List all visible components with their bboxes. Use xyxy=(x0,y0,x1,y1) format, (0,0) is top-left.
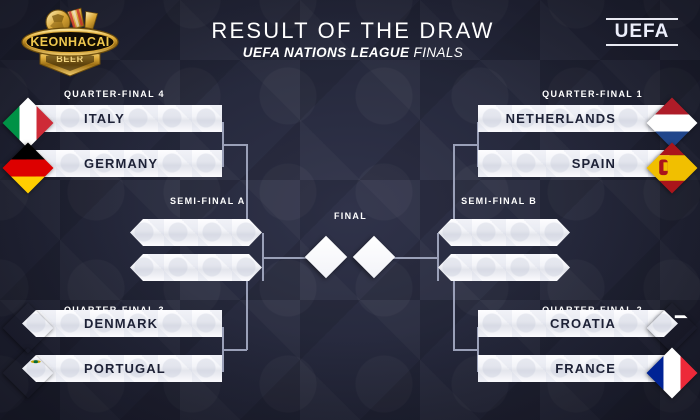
match-slot-france[interactable]: FRANCE xyxy=(478,355,678,382)
team-name-croatia: CROATIA xyxy=(550,316,616,331)
team-name-spain: SPAIN xyxy=(571,156,616,171)
header-title-block: RESULT OF THE DRAW UEFA NATIONS LEAGUE F… xyxy=(188,18,518,61)
banner-plate xyxy=(478,105,678,132)
page-subtitle-light: FINALS xyxy=(413,45,464,60)
match-slot-spain[interactable]: SPAIN xyxy=(478,150,678,177)
match-slot-germany[interactable]: GERMANY xyxy=(22,150,222,177)
team-name-france: FRANCE xyxy=(555,361,616,376)
connector-qf3-to-sfa xyxy=(222,349,247,351)
connector-qf1-to-sfb xyxy=(453,144,478,146)
semi-final-b-slot-1[interactable] xyxy=(438,219,570,246)
uefa-logo: UEFA xyxy=(606,18,678,46)
banner-plate xyxy=(130,254,262,281)
team-name-portugal: PORTUGAL xyxy=(84,361,166,376)
semi-final-a-slot-1[interactable] xyxy=(130,219,262,246)
match-slot-italy[interactable]: ITALY xyxy=(22,105,222,132)
banner-plate xyxy=(478,310,678,337)
semi-final-b-team-1 xyxy=(438,219,570,246)
team-name-germany: GERMANY xyxy=(84,156,159,171)
banner-plate xyxy=(22,310,222,337)
banner-plate xyxy=(478,150,678,177)
round-label-quarter-final-1: QUARTER-FINAL 1 xyxy=(542,89,643,99)
page-subtitle: UEFA NATIONS LEAGUE FINALS xyxy=(188,44,518,61)
team-name-denmark: DENMARK xyxy=(84,316,159,331)
match-slot-denmark[interactable]: DENMARK xyxy=(22,310,222,337)
banner-plate xyxy=(22,105,222,132)
banner-plate xyxy=(438,254,570,281)
team-name-italy: ITALY xyxy=(84,111,125,126)
svg-text:BEER: BEER xyxy=(56,54,83,64)
team-name-netherlands: NETHERLANDS xyxy=(505,111,616,126)
uefa-logo-bottom-rule xyxy=(606,44,678,46)
semi-final-a-team-1 xyxy=(130,219,262,246)
round-label-quarter-final-4: QUARTER-FINAL 4 xyxy=(64,89,165,99)
keonhacai-beer-logo: BEER KEONHACAI xyxy=(14,4,126,80)
banner-plate xyxy=(22,355,222,382)
banner-plate xyxy=(478,355,678,382)
semi-final-a-team-2 xyxy=(130,254,262,281)
semi-final-b-team-2 xyxy=(438,254,570,281)
uefa-logo-text: UEFA xyxy=(614,21,670,42)
round-label-semi-final-a: SEMI-FINAL A xyxy=(170,196,246,206)
semi-final-b-slot-2[interactable] xyxy=(438,254,570,281)
svg-text:KEONHACAI: KEONHACAI xyxy=(30,35,109,49)
banner-plate xyxy=(438,219,570,246)
round-label-final: FINAL xyxy=(334,211,367,221)
connector-sfb-to-final xyxy=(390,257,438,259)
page-subtitle-bold: UEFA NATIONS LEAGUE xyxy=(242,45,410,60)
match-slot-portugal[interactable]: PORTUGAL xyxy=(22,355,222,382)
match-slot-netherlands[interactable]: NETHERLANDS xyxy=(478,105,678,132)
page-title: RESULT OF THE DRAW xyxy=(211,18,495,43)
banner-plate xyxy=(22,150,222,177)
connector-qf4-drop xyxy=(246,144,248,233)
connector-qf3-rise xyxy=(246,281,248,350)
round-label-semi-final-b: SEMI-FINAL B xyxy=(461,196,537,206)
connector-qf1-drop xyxy=(453,144,455,233)
connector-qf2-rise xyxy=(453,281,455,350)
connector-sfa-to-final xyxy=(262,257,310,259)
connector-qf4-to-sfa xyxy=(222,144,247,146)
uefa-logo-top-rule xyxy=(606,18,678,20)
semi-final-a-slot-2[interactable] xyxy=(130,254,262,281)
banner-plate xyxy=(130,219,262,246)
match-slot-croatia[interactable]: CROATIA xyxy=(478,310,678,337)
connector-qf2-to-sfb xyxy=(453,349,478,351)
